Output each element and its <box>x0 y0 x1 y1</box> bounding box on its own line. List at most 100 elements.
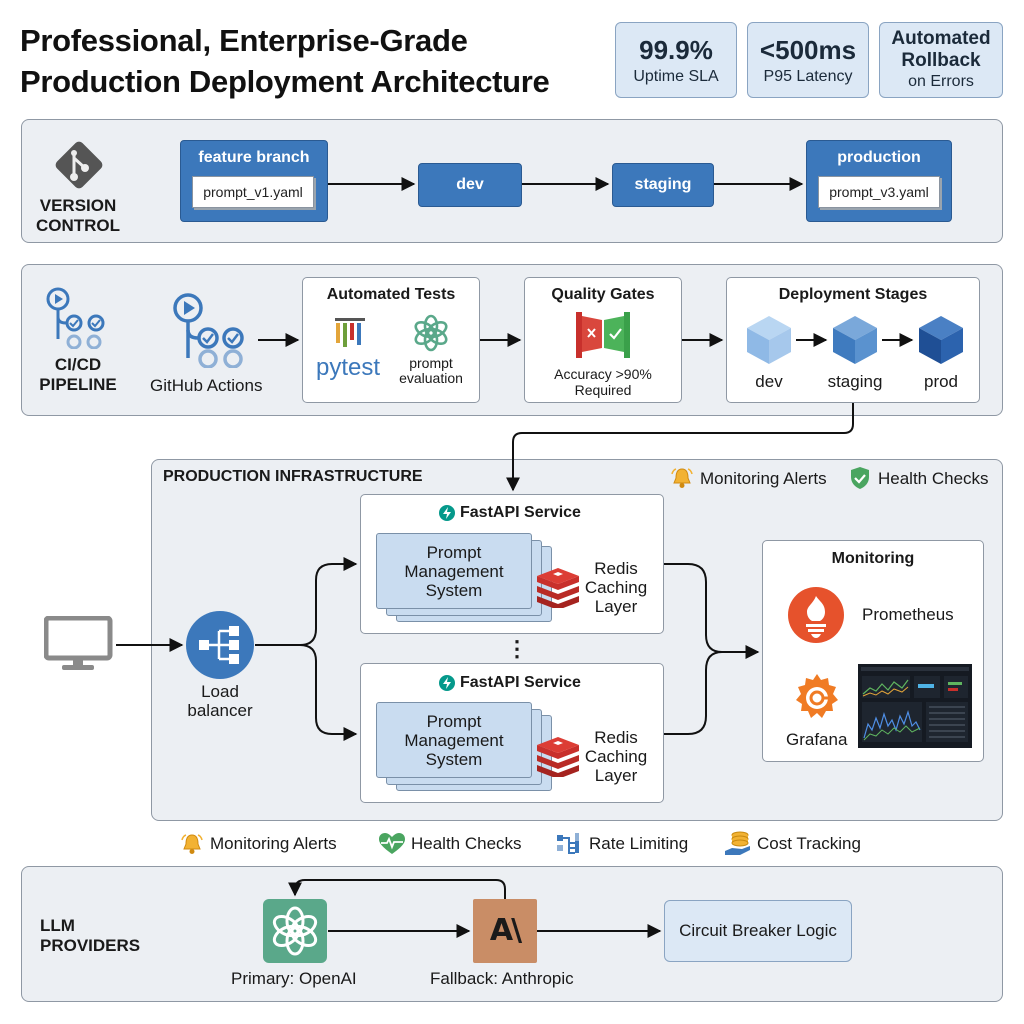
version-control-label-1: VERSION <box>39 196 117 215</box>
branch-staging-box[interactable]: staging <box>612 163 714 207</box>
bell-icon-feature <box>181 834 203 854</box>
kpi-latency-label: P95 Latency <box>763 68 853 85</box>
heart-pulse-icon <box>379 833 405 854</box>
redis2-line1: Redis <box>594 728 638 747</box>
cicd-label-1: CI/CD <box>54 355 102 374</box>
deployment-stages-title: Deployment Stages <box>778 286 928 303</box>
grafana-icon <box>796 674 838 718</box>
prometheus-label: Prometheus <box>862 605 954 624</box>
infrastructure-title: PRODUCTION INFRASTRUCTURE <box>163 468 423 485</box>
pms2-line2: Management <box>404 731 504 750</box>
load-balancer-label-2: balancer <box>187 701 253 720</box>
kpi-uptime-value: 99.9% <box>639 35 713 65</box>
fastapi-service-1-title: FastAPI Service <box>460 504 581 521</box>
cube-dev-icon <box>747 316 791 364</box>
load-balancer-icon <box>186 611 254 679</box>
feature-monitoring-alerts: Monitoring Alerts <box>210 834 337 853</box>
redis-caching-1: Redis Caching Layer <box>578 559 654 616</box>
feature-health-checks: Health Checks <box>411 834 522 853</box>
pms2-line1: Prompt <box>426 712 482 731</box>
kpi-uptime: 99.9% Uptime SLA <box>615 22 737 98</box>
prompt-management-2[interactable]: Prompt Management System <box>376 702 532 778</box>
pytest-label: pytest <box>316 354 381 381</box>
redis-icon-2 <box>537 737 579 777</box>
prompt-evaluation-1: prompt <box>409 355 453 371</box>
openai-logo-icon <box>414 314 448 352</box>
production-file: prompt_v3.yaml <box>818 176 940 208</box>
redis-caching-2: Redis Caching Layer <box>578 728 654 785</box>
cicd-label: CI/CD PIPELINE <box>30 355 126 395</box>
kpi-rollback-label: on Errors <box>908 73 974 90</box>
title-line-2: Production Deployment Architecture <box>20 64 550 99</box>
services-ellipsis: ⋮ <box>506 636 528 661</box>
production-label: production <box>837 149 921 166</box>
version-control-label: VERSION CONTROL <box>28 196 128 236</box>
pms1-line2: Management <box>404 562 504 581</box>
redis2-line3: Layer <box>594 766 638 785</box>
quality-gates-title: Quality Gates <box>551 286 655 303</box>
llm-providers-label: LLM PROVIDERS <box>30 916 154 956</box>
pms1-line1: Prompt <box>426 543 482 562</box>
feature-cost-tracking: Cost Tracking <box>757 834 861 853</box>
cube-prod-icon <box>919 316 963 364</box>
pytest-icon <box>335 318 365 347</box>
github-actions-label: GitHub Actions <box>150 376 263 395</box>
top-health-checks: Health Checks <box>878 469 989 488</box>
stage-staging-label: staging <box>827 372 883 391</box>
monitoring-title: Monitoring <box>831 550 915 567</box>
prompt-evaluation-label: prompt evaluation <box>390 356 472 386</box>
rate-limit-icon <box>557 833 579 854</box>
pipeline-icon <box>46 287 105 349</box>
quality-gates-line2: Required <box>574 382 632 398</box>
kpi-latency: <500ms P95 Latency <box>747 22 869 98</box>
prompt-evaluation-2: evaluation <box>399 370 463 386</box>
redis2-line2: Caching <box>584 747 648 766</box>
circuit-breaker-box[interactable]: Circuit Breaker Logic <box>664 900 852 962</box>
feature-branch-file: prompt_v1.yaml <box>192 176 314 208</box>
pms1-line3: System <box>425 581 483 600</box>
fastapi-bolt-icon-2 <box>439 675 455 691</box>
kpi-rollback: Automated Rollback on Errors <box>879 22 1003 98</box>
feature-rate-limiting: Rate Limiting <box>589 834 689 853</box>
git-icon <box>55 141 103 189</box>
fastapi-service-2-title: FastAPI Service <box>460 674 581 691</box>
feature-branch-label: feature branch <box>198 149 310 166</box>
version-control-label-2: CONTROL <box>35 216 121 235</box>
kpi-rollback-line1: Automated <box>891 28 991 49</box>
anthropic-provider-icon[interactable]: A\ <box>473 899 537 963</box>
redis1-line1: Redis <box>594 559 638 578</box>
stage-prod-label: prod <box>923 372 959 391</box>
github-actions-icon <box>173 293 244 368</box>
automated-tests-box[interactable]: Automated Tests <box>302 277 480 403</box>
page-title: Professional, Enterprise-Grade Productio… <box>20 20 550 102</box>
anthropic-mark: A\ <box>489 913 522 948</box>
prometheus-icon <box>788 587 844 643</box>
quality-gates-caption: Accuracy >90% Required <box>526 366 680 398</box>
fallback-anthropic-label: Fallback: Anthropic <box>430 969 574 988</box>
title-line-1: Professional, Enterprise-Grade <box>20 23 468 58</box>
quality-gates-box[interactable]: Quality Gates <box>524 277 682 403</box>
cube-staging-icon <box>833 316 877 364</box>
client-monitor-icon <box>44 616 113 670</box>
prompt-management-1[interactable]: Prompt Management System <box>376 533 532 609</box>
branch-dev-box[interactable]: dev <box>418 163 522 207</box>
quality-gates-line1: Accuracy >90% <box>554 366 652 382</box>
quality-gate-icon <box>576 312 630 358</box>
cicd-label-2: PIPELINE <box>39 375 117 394</box>
grafana-dashboard-thumbnail <box>858 664 972 748</box>
kpi-latency-value: <500ms <box>759 35 857 65</box>
primary-openai-label: Primary: OpenAI <box>231 969 357 988</box>
top-monitoring-alerts: Monitoring Alerts <box>700 469 827 488</box>
llm-label-1: LLM <box>40 916 75 935</box>
fastapi-bolt-icon <box>439 505 455 521</box>
stage-dev-label: dev <box>755 372 783 391</box>
load-balancer-label: Load balancer <box>175 682 265 720</box>
automated-tests-title: Automated Tests <box>326 286 456 303</box>
llm-label-2: PROVIDERS <box>40 936 141 955</box>
kpi-rollback-line2: Rollback <box>901 50 981 71</box>
grafana-label: Grafana <box>786 730 848 749</box>
bell-icon <box>671 468 693 488</box>
coins-icon <box>725 831 750 855</box>
shield-check-icon <box>851 467 869 489</box>
openai-provider-icon[interactable] <box>263 899 327 963</box>
